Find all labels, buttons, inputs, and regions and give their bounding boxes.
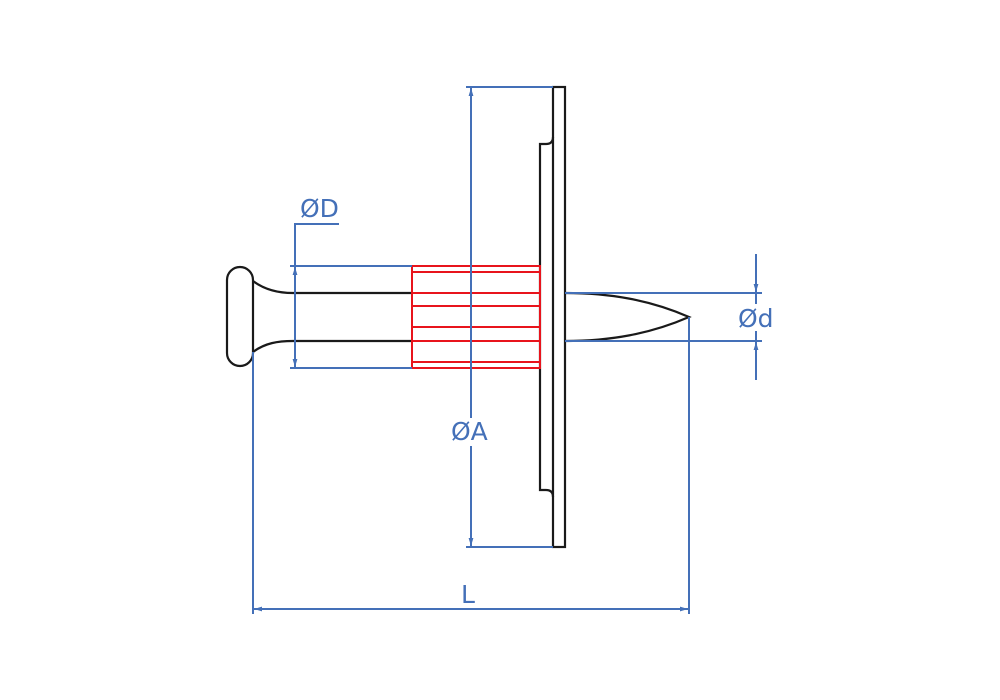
dimension-lines (252, 86, 762, 614)
nail-tip (564, 291, 692, 343)
washer (551, 85, 567, 549)
shank-bottom (252, 339, 412, 353)
plastic-sleeve (411, 265, 541, 369)
label-L: L (461, 580, 475, 609)
label-A: ØA (451, 417, 488, 446)
nail-outline (225, 85, 692, 549)
nail-head (225, 265, 255, 368)
washer-step (538, 136, 555, 498)
shank-top (252, 280, 412, 295)
label-D: ØD (300, 194, 339, 223)
label-d: Ød (738, 304, 774, 333)
